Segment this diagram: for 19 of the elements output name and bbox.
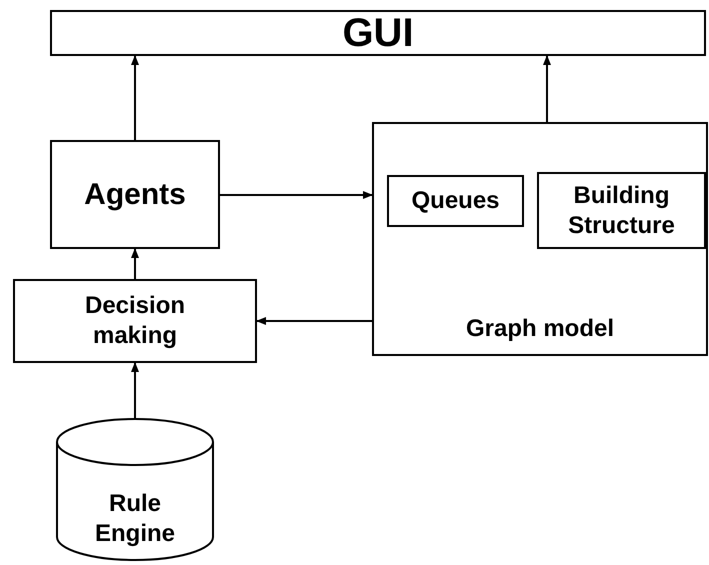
arrow [256,317,372,325]
arrow [543,55,551,122]
group-box [372,122,708,356]
arrow [131,55,139,140]
arrow [220,191,373,199]
process-box [50,140,220,249]
process-box [387,175,524,227]
node-label: Building Structure [567,180,676,240]
process-box [13,279,257,363]
node-label: Graph model [466,314,614,344]
node-label: Decision making [84,291,186,351]
process-box [537,172,706,249]
gui-box [50,10,706,56]
node-label: GUI [342,10,414,57]
node-label: Agents [84,176,186,213]
arrow [131,248,139,279]
arrow [131,362,139,418]
node-label: Queues [411,186,500,216]
node-label: Rule Engine [94,489,176,549]
